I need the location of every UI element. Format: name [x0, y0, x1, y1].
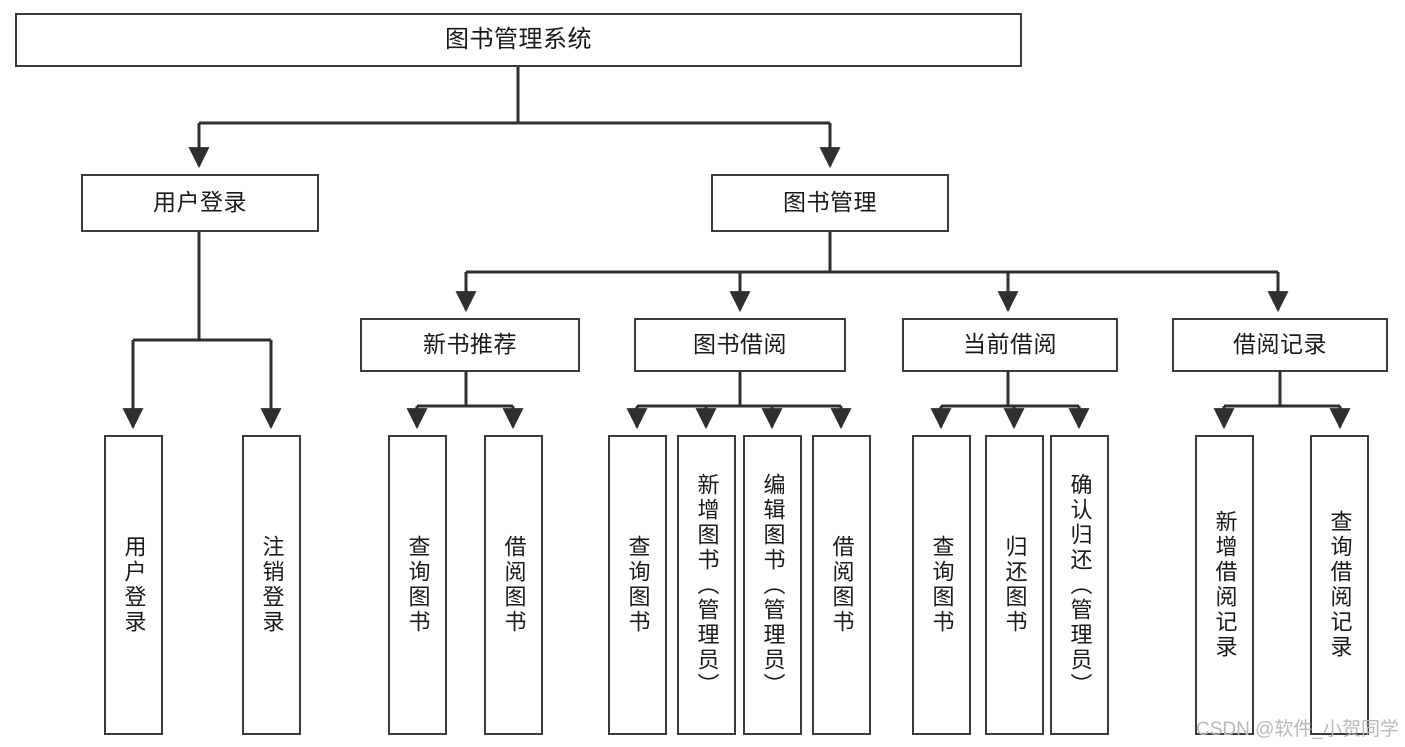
node-label: 查询借阅记录	[1327, 510, 1353, 660]
node-leaf-borrow-book-recommend[interactable]: 借阅图书	[484, 435, 543, 735]
node-current-borrow[interactable]: 当前借阅	[902, 318, 1118, 372]
node-root-system[interactable]: 图书管理系统	[15, 13, 1022, 67]
node-leaf-query-borrow-record[interactable]: 查询借阅记录	[1310, 435, 1369, 735]
node-label: 借阅记录	[1233, 331, 1327, 358]
node-book-manage[interactable]: 图书管理	[711, 174, 949, 232]
node-label: 图书管理	[783, 189, 877, 216]
node-user-login[interactable]: 用户登录	[81, 174, 319, 232]
node-label: 查询图书	[405, 535, 431, 635]
node-leaf-logout[interactable]: 注销登录	[242, 435, 301, 735]
node-label: 当前借阅	[963, 331, 1057, 358]
node-leaf-query-book-borrow[interactable]: 查询图书	[608, 435, 667, 735]
node-label: 注销登录	[259, 535, 285, 635]
node-label: 新增图书（管理员）	[694, 472, 720, 698]
node-leaf-query-book-recommend[interactable]: 查询图书	[388, 435, 447, 735]
node-leaf-user-login[interactable]: 用户登录	[104, 435, 163, 735]
node-label: 查询图书	[929, 535, 955, 635]
node-label: 编辑图书（管理员）	[760, 472, 786, 698]
node-book-borrow[interactable]: 图书借阅	[634, 318, 846, 372]
node-label: 用户登录	[153, 189, 247, 216]
node-leaf-confirm-return[interactable]: 确认归还（管理员）	[1050, 435, 1109, 735]
node-label: 查询图书	[625, 535, 651, 635]
node-label: 借阅图书	[501, 535, 527, 635]
node-label: 借阅图书	[829, 535, 855, 635]
node-leaf-edit-book[interactable]: 编辑图书（管理员）	[743, 435, 802, 735]
node-leaf-return-book[interactable]: 归还图书	[985, 435, 1044, 735]
node-leaf-add-book[interactable]: 新增图书（管理员）	[677, 435, 736, 735]
node-label: 图书管理系统	[445, 25, 592, 53]
node-borrow-record[interactable]: 借阅记录	[1172, 318, 1388, 372]
node-label: 新书推荐	[423, 331, 517, 358]
node-new-book-recommend[interactable]: 新书推荐	[360, 318, 580, 372]
node-leaf-query-book-current[interactable]: 查询图书	[912, 435, 971, 735]
node-leaf-borrow-book[interactable]: 借阅图书	[812, 435, 871, 735]
node-label: 归还图书	[1002, 535, 1028, 635]
node-label: 用户登录	[121, 535, 147, 635]
node-label: 确认归还（管理员）	[1067, 472, 1093, 698]
node-label: 新增借阅记录	[1212, 510, 1238, 660]
node-label: 图书借阅	[693, 331, 787, 358]
node-leaf-add-borrow-record[interactable]: 新增借阅记录	[1195, 435, 1254, 735]
